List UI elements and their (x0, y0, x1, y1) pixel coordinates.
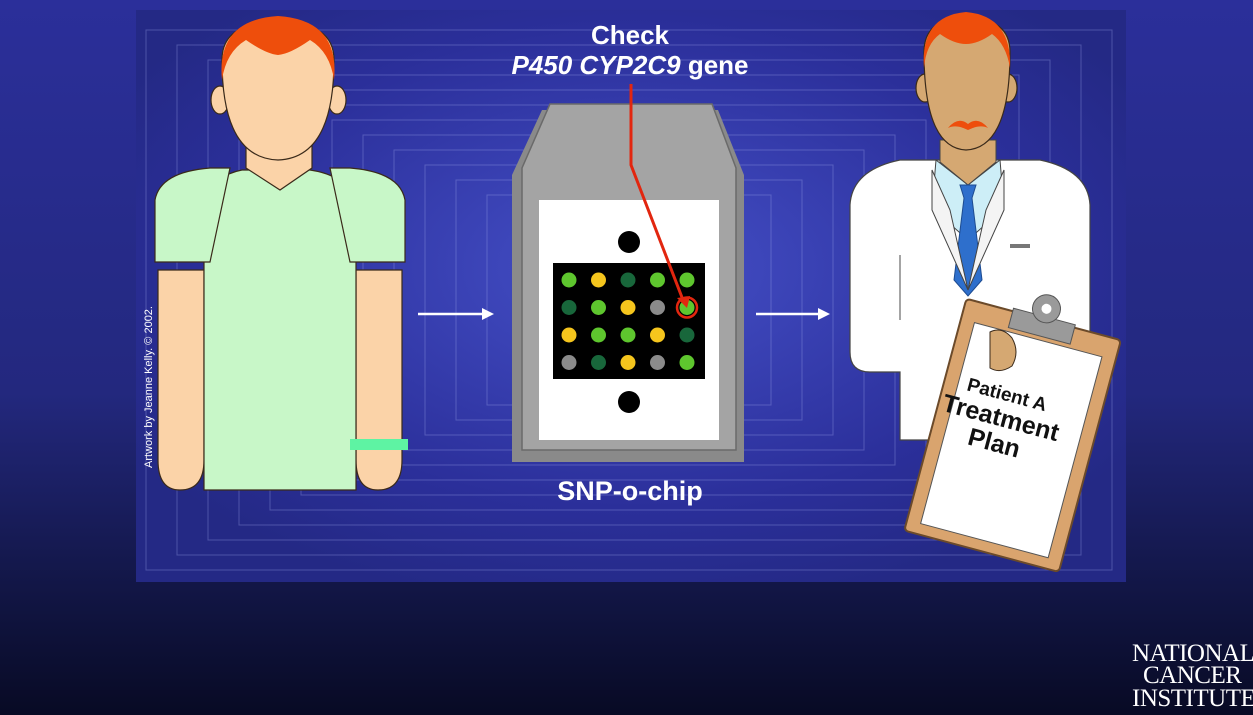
snp-chip (512, 103, 744, 462)
snp-dot (620, 300, 636, 315)
patient-figure (154, 16, 408, 491)
chip-alignment-dot (618, 231, 640, 253)
chip-alignment-dot (618, 391, 640, 413)
check-label: Check (590, 20, 670, 50)
nci-logo: NATIONAL CANCER INSTITUTE (1129, 640, 1253, 715)
logo-line-2: CANCER (1143, 662, 1242, 689)
snp-dot (679, 272, 695, 288)
snp-dot (650, 355, 665, 370)
snp-dot (679, 355, 695, 370)
doctor-hand (989, 329, 1017, 372)
snp-dot (620, 272, 636, 288)
check-gene-title: Check P450 CYP2C9 gene (470, 20, 790, 80)
snp-dot (591, 272, 606, 288)
snp-dot (561, 327, 577, 343)
snp-dot (679, 327, 695, 343)
snp-dot (650, 327, 665, 343)
artwork-credit: Artwork by Jeanne Kelly. © 2002. (143, 306, 155, 468)
snp-dot (620, 327, 636, 343)
snp-dot (591, 327, 606, 343)
pointer-arrowhead (677, 296, 690, 308)
moustache-icon (948, 120, 988, 130)
snp-dot (620, 355, 636, 370)
snp-dot (650, 272, 665, 288)
wristband-icon (350, 439, 408, 450)
snp-dot (591, 355, 606, 370)
tunnel-frame (145, 29, 1113, 571)
gene-suffix: gene (680, 50, 749, 80)
flow-arrows (418, 308, 830, 320)
clipboard (904, 294, 1122, 573)
logo-line-3: INSTITUTE (1132, 685, 1253, 712)
snp-dot (650, 300, 665, 315)
snp-dot (561, 272, 577, 288)
snp-dot (591, 300, 606, 315)
snp-dot (561, 355, 577, 370)
snp-dot (561, 300, 577, 315)
logo-line-1: NATIONAL (1132, 640, 1253, 667)
pointer-arrow (629, 84, 685, 301)
gene-name: P450 CYP2C9 (511, 50, 681, 80)
chip-label: SNP-o-chip (557, 476, 703, 506)
gene-line: P450 CYP2C9 gene (470, 50, 790, 80)
